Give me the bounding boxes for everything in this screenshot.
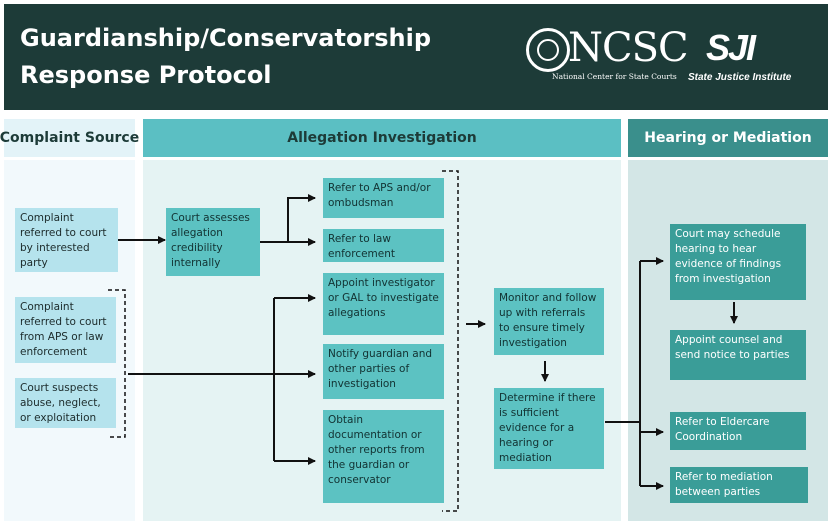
- column-header-hearing-mediation: Hearing or Mediation: [628, 119, 828, 157]
- box-court-suspects: Court suspects abuse, neglect, or exploi…: [15, 378, 116, 428]
- box-complaint-aps-law: Complaint referred to court from APS or …: [15, 297, 116, 363]
- sji-logo-text: SJI: [706, 27, 756, 68]
- header-banner: Guardianship/Conservatorship Response Pr…: [4, 4, 828, 110]
- column-header-complaint-source: Complaint Source: [0, 119, 139, 157]
- box-refer-eldercare: Refer to Eldercare Coordination: [670, 412, 806, 450]
- title-line-1: Guardianship/Conservatorship: [20, 24, 432, 52]
- sji-logo: SJI State Justice Institute: [686, 28, 806, 88]
- box-refer-aps: Refer to APS and/or ombudsman: [323, 178, 444, 218]
- box-appoint-investigator: Appoint investigator or GAL to investiga…: [323, 273, 444, 335]
- ncsc-logo-text: NCSC: [568, 25, 689, 71]
- box-schedule-hearing: Court may schedule hearing to hear evide…: [670, 224, 806, 300]
- box-notify-guardian: Notify guardian and other parties of inv…: [323, 344, 444, 399]
- box-refer-mediation: Refer to mediation between parties: [670, 467, 808, 503]
- box-appoint-counsel: Appoint counsel and send notice to parti…: [670, 330, 806, 380]
- arrow-to-refer-aps: [287, 194, 316, 242]
- box-obtain-documentation: Obtain documentation or other reports fr…: [323, 410, 444, 503]
- box-monitor-follow-up: Monitor and follow up with referrals to …: [494, 288, 604, 355]
- page-title: Guardianship/Conservatorship Response Pr…: [20, 20, 431, 94]
- ncsc-seal-icon: [526, 28, 570, 72]
- title-line-2: Response Protocol: [20, 61, 272, 89]
- box-determine-evidence: Determine if there is sufficient evidenc…: [494, 388, 604, 469]
- ncsc-logo: NCSC National Center for State Courts: [522, 25, 689, 88]
- box-court-assesses: Court assesses allegation credibility in…: [166, 208, 260, 276]
- ncsc-logo-subtitle: National Center for State Courts: [552, 72, 677, 81]
- bracket-investigation-actions: [442, 170, 459, 512]
- bracket-complaint-sources: [108, 289, 126, 438]
- sji-logo-subtitle: State Justice Institute: [688, 72, 792, 83]
- box-complaint-interested-party: Complaint referred to court by intereste…: [15, 208, 118, 272]
- column-header-allegation-investigation: Allegation Investigation: [143, 119, 621, 157]
- box-refer-law: Refer to law enforcement: [323, 229, 444, 262]
